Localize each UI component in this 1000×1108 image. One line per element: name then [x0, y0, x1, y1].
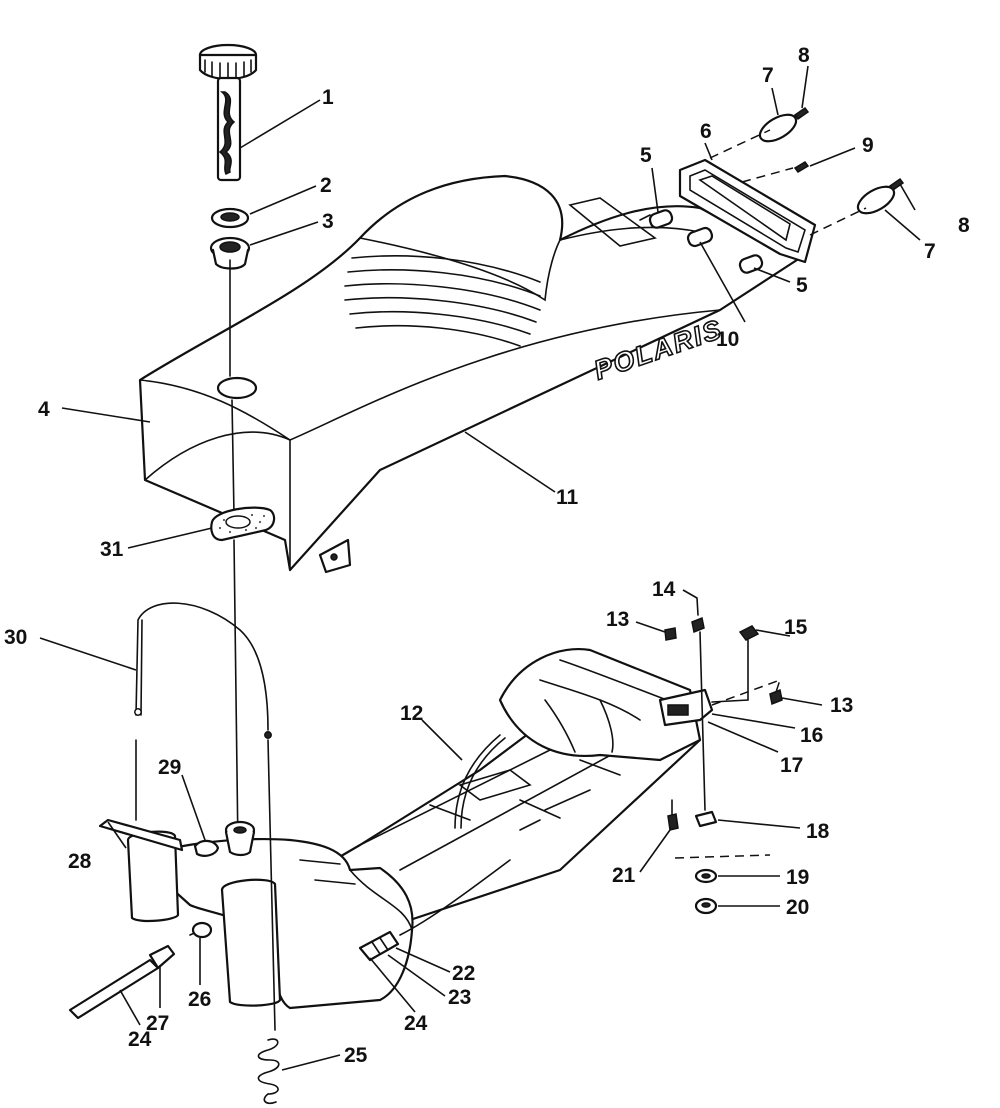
callout-23: 23	[448, 986, 471, 1009]
leader-lines	[39, 65, 921, 1071]
callout-27: 27	[146, 1012, 169, 1035]
callout-8a: 8	[798, 44, 810, 67]
callout-10: 10	[716, 328, 739, 351]
callout-31: 31	[100, 538, 124, 561]
callout-7a: 7	[762, 64, 774, 87]
callout-11: 11	[556, 486, 579, 509]
callout-1: 1	[322, 86, 334, 109]
callout-24b: 24	[128, 1028, 152, 1051]
rod	[135, 602, 269, 731]
callout-12: 12	[400, 702, 423, 725]
callout-20: 20	[786, 896, 809, 919]
callout-labels: 1 2 3 4 5 5 6 7 7 8 8 9 10 11 12 13 13 1…	[4, 44, 970, 1067]
callout-2: 2	[320, 174, 332, 197]
callout-5a: 5	[640, 144, 652, 167]
callout-26: 26	[188, 988, 211, 1011]
callout-13b: 13	[830, 694, 853, 717]
callout-18: 18	[806, 820, 830, 843]
callout-13a: 13	[606, 608, 629, 631]
callout-15: 15	[784, 616, 808, 639]
callout-9: 9	[862, 134, 874, 157]
gasket-pad	[210, 506, 276, 542]
callout-21: 21	[612, 864, 636, 887]
callout-25: 25	[344, 1044, 368, 1067]
tank-frame-assembly	[68, 648, 714, 1020]
callout-29: 29	[158, 756, 181, 779]
callout-17: 17	[780, 754, 803, 777]
callout-30: 30	[4, 626, 27, 649]
callout-22: 22	[452, 962, 475, 985]
callout-6: 6	[700, 120, 712, 143]
callout-14: 14	[652, 578, 676, 601]
callout-8b: 8	[958, 214, 970, 237]
callout-7b: 7	[924, 240, 936, 263]
callout-24a: 24	[404, 1012, 428, 1035]
callout-28: 28	[68, 850, 92, 873]
callout-19: 19	[786, 866, 809, 889]
seat-cover	[138, 174, 802, 572]
callout-16: 16	[800, 724, 823, 747]
seat-fill-hole	[216, 376, 258, 400]
taillight-assembly	[639, 106, 905, 274]
callout-3: 3	[322, 210, 334, 233]
fuel-cap-assembly	[198, 43, 258, 270]
spring	[257, 1038, 280, 1105]
callout-5b: 5	[796, 274, 808, 297]
callout-4: 4	[38, 398, 50, 421]
latch-hardware	[664, 597, 783, 915]
